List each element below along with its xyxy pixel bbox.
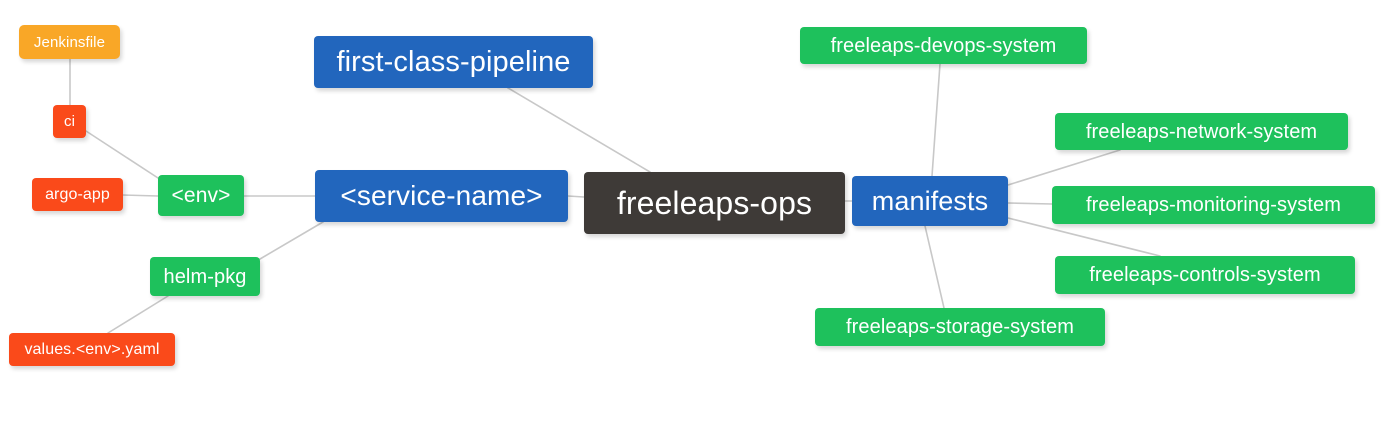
edge-servicename-ops xyxy=(567,195,585,198)
node-env[interactable]: <env> xyxy=(158,175,244,216)
node-label-freeleaps-devops-system: freeleaps-devops-system xyxy=(830,34,1057,57)
node-freeleaps-devops-system[interactable]: freeleaps-devops-system xyxy=(800,27,1087,64)
node-label-ci: ci xyxy=(63,113,76,130)
node-label-jenkinsfile: Jenkinsfile xyxy=(33,33,106,51)
node-values-env-yaml[interactable]: values.<env>.yaml xyxy=(9,333,175,366)
node-freeleaps-network-system[interactable]: freeleaps-network-system xyxy=(1055,113,1348,150)
node-freeleaps-ops[interactable]: freeleaps-ops xyxy=(584,172,845,234)
node-jenkinsfile[interactable]: Jenkinsfile xyxy=(19,25,120,59)
node-label-freeleaps-storage-system: freeleaps-storage-system xyxy=(845,316,1075,338)
edge-manifests-network xyxy=(1007,149,1121,186)
node-freeleaps-storage-system[interactable]: freeleaps-storage-system xyxy=(815,308,1105,346)
edge-manifests-monitoring xyxy=(1007,202,1053,205)
node-label-freeleaps-network-system: freeleaps-network-system xyxy=(1085,120,1318,143)
node-ci[interactable]: ci xyxy=(53,105,86,138)
node-label-argo-app: argo-app xyxy=(45,185,110,203)
node-label-env: <env> xyxy=(171,184,231,207)
edge-manifests-storage xyxy=(924,225,945,309)
edge-ci-env xyxy=(85,130,159,179)
node-freeleaps-monitoring-system[interactable]: freeleaps-monitoring-system xyxy=(1052,186,1375,224)
node-manifests[interactable]: manifests xyxy=(852,176,1008,226)
node-label-freeleaps-ops: freeleaps-ops xyxy=(616,185,813,221)
node-freeleaps-controls-system[interactable]: freeleaps-controls-system xyxy=(1055,256,1355,294)
node-argo-app[interactable]: argo-app xyxy=(32,178,123,211)
node-label-manifests: manifests xyxy=(871,185,989,216)
edge-servicename-helmpkg xyxy=(259,221,324,260)
edge-argoapp-env xyxy=(122,194,159,197)
node-first-class-pipeline[interactable]: first-class-pipeline xyxy=(314,36,593,88)
node-label-first-class-pipeline: first-class-pipeline xyxy=(336,45,571,78)
node-helm-pkg[interactable]: helm-pkg xyxy=(150,257,260,296)
node-label-freeleaps-controls-system: freeleaps-controls-system xyxy=(1089,264,1321,286)
node-label-service-name: <service-name> xyxy=(340,180,543,211)
edge-devops-manifests xyxy=(931,63,941,177)
node-service-name[interactable]: <service-name> xyxy=(315,170,568,222)
node-label-values-env-yaml: values.<env>.yaml xyxy=(24,340,160,358)
edge-helmpkg-values xyxy=(107,295,169,334)
edge-pipeline-ops xyxy=(507,87,651,173)
node-label-helm-pkg: helm-pkg xyxy=(163,265,247,288)
node-label-freeleaps-monitoring-system: freeleaps-monitoring-system xyxy=(1085,194,1341,216)
